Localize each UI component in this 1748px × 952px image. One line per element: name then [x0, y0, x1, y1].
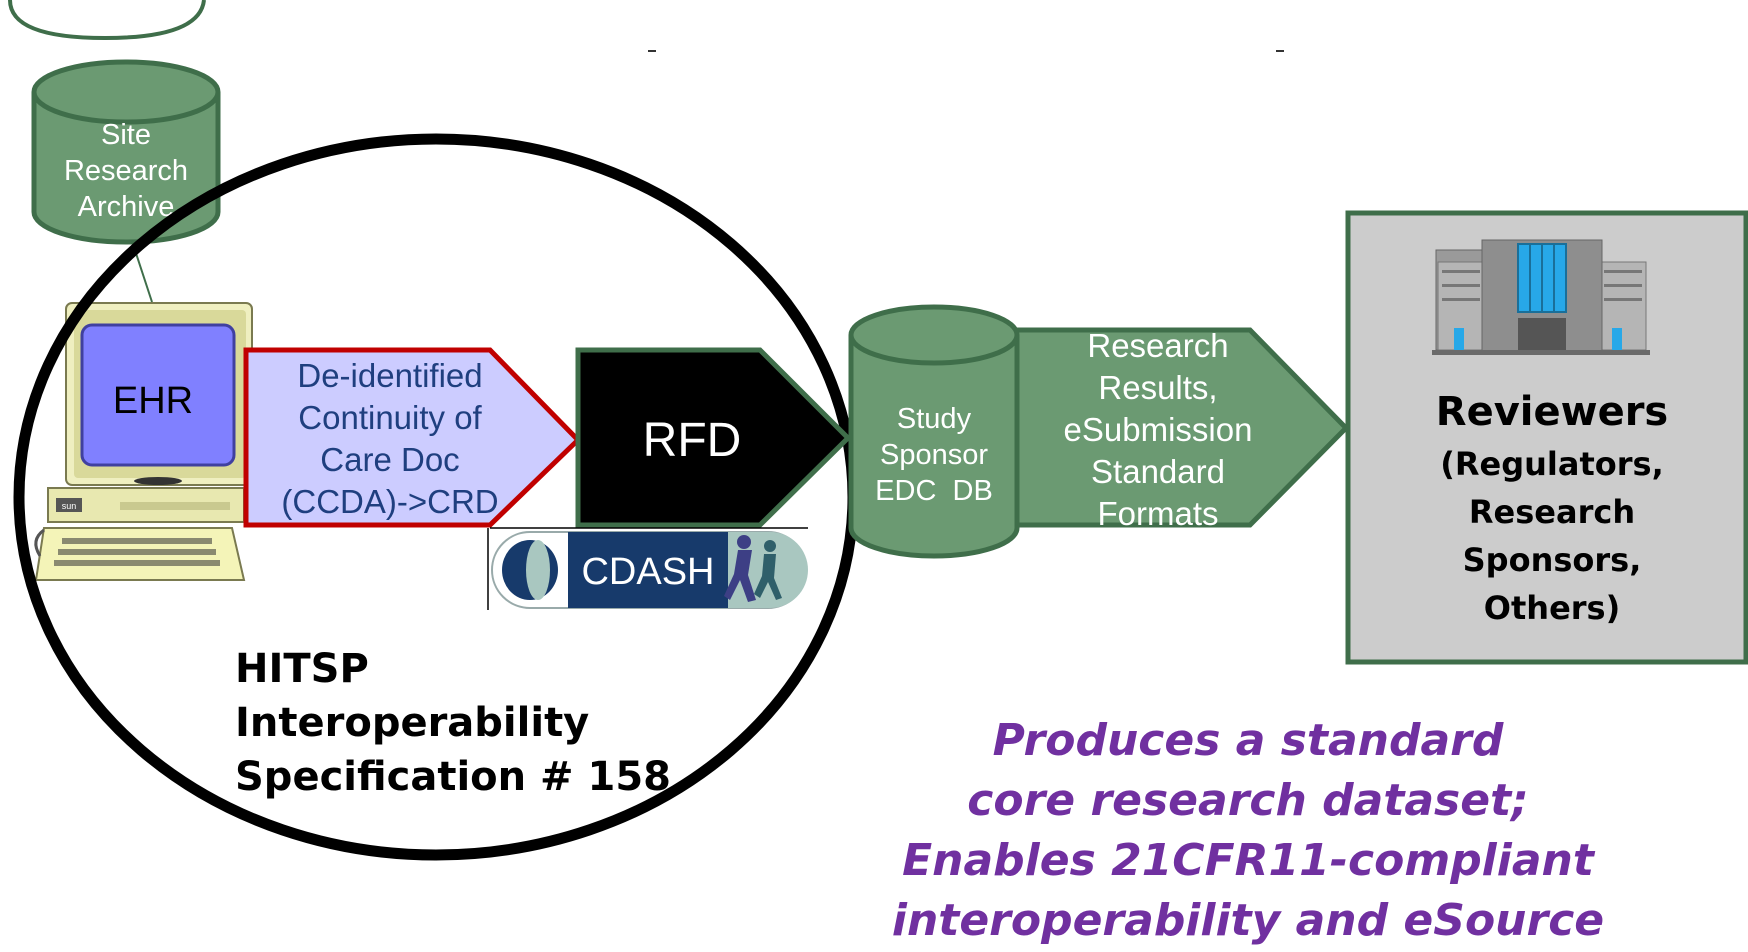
results-line-4: Standard: [1091, 453, 1225, 490]
cropped-cylinder-top: [8, 0, 206, 41]
tagline-line-2: core research dataset;: [967, 775, 1528, 826]
sponsor-line-2: Sponsor: [880, 439, 988, 471]
research-results-arrow: Research Results, eSubmission Standard F…: [1009, 327, 1350, 532]
reviewers-line-3: Sponsors,: [1463, 541, 1642, 579]
hitsp-line-1: HITSP: [235, 646, 369, 692]
hitsp-caption: HITSP Interoperability Specification # 1…: [235, 646, 671, 800]
hitsp-line-3: Specification # 158: [235, 754, 671, 800]
sponsor-edc-db-cylinder: Study Sponsor EDC DB: [848, 304, 1020, 559]
results-line-5: Formats: [1097, 495, 1218, 532]
site-research-archive-cylinder: Site Research Archive: [31, 59, 221, 245]
cdash-label: CDASH: [581, 551, 714, 593]
rfd-label: RFD: [643, 414, 742, 467]
reviewers-line-4: Others): [1484, 589, 1620, 627]
ccda-line-3: Care Doc: [320, 441, 459, 478]
ccda-line-1: De-identified: [297, 357, 482, 394]
cdash-logo: CDASH: [487, 527, 808, 610]
results-line-1: Research: [1087, 327, 1228, 364]
tagline-line-1: Produces a standard: [993, 715, 1504, 766]
dash-mark: [1276, 50, 1284, 52]
ehr-screen: [80, 323, 236, 467]
tagline: Produces a standard core research datase…: [892, 715, 1604, 946]
ccda-line-2: Continuity of: [298, 399, 482, 436]
archive-label-line-1: Site: [101, 119, 151, 151]
ehr-label: EHR: [113, 380, 193, 422]
ccda-arrow: De-identified Continuity of Care Doc (CC…: [243, 347, 582, 528]
sun-brand-label: sun: [62, 501, 77, 511]
reviewers-box: Reviewers (Regulators, Research Sponsors…: [1345, 210, 1748, 665]
tagline-line-3: Enables 21CFR11-compliant: [902, 835, 1596, 886]
dash-mark: [648, 50, 656, 52]
archive-label-line-2: Research: [64, 155, 188, 187]
archive-label-line-3: Archive: [78, 191, 175, 223]
ehr-computer-icon: EHR sun: [34, 302, 253, 581]
results-line-3: eSubmission: [1064, 411, 1253, 448]
reviewers-line-1: (Regulators,: [1440, 445, 1663, 483]
tagline-line-4: interoperability and eSource: [892, 895, 1604, 946]
sponsor-line-3: EDC DB: [875, 475, 993, 507]
ccda-line-4: (CCDA)->CRD: [281, 483, 498, 520]
rfd-arrow: RFD: [575, 347, 852, 528]
runners-icon: [724, 535, 782, 602]
hitsp-line-2: Interoperability: [235, 700, 589, 746]
building-icon: [1432, 239, 1650, 355]
results-line-2: Results,: [1098, 369, 1217, 406]
sun-badge: [56, 498, 82, 512]
reviewers-line-2: Research: [1469, 493, 1635, 531]
reviewers-title: Reviewers: [1436, 389, 1668, 435]
sponsor-line-1: Study: [897, 403, 972, 435]
